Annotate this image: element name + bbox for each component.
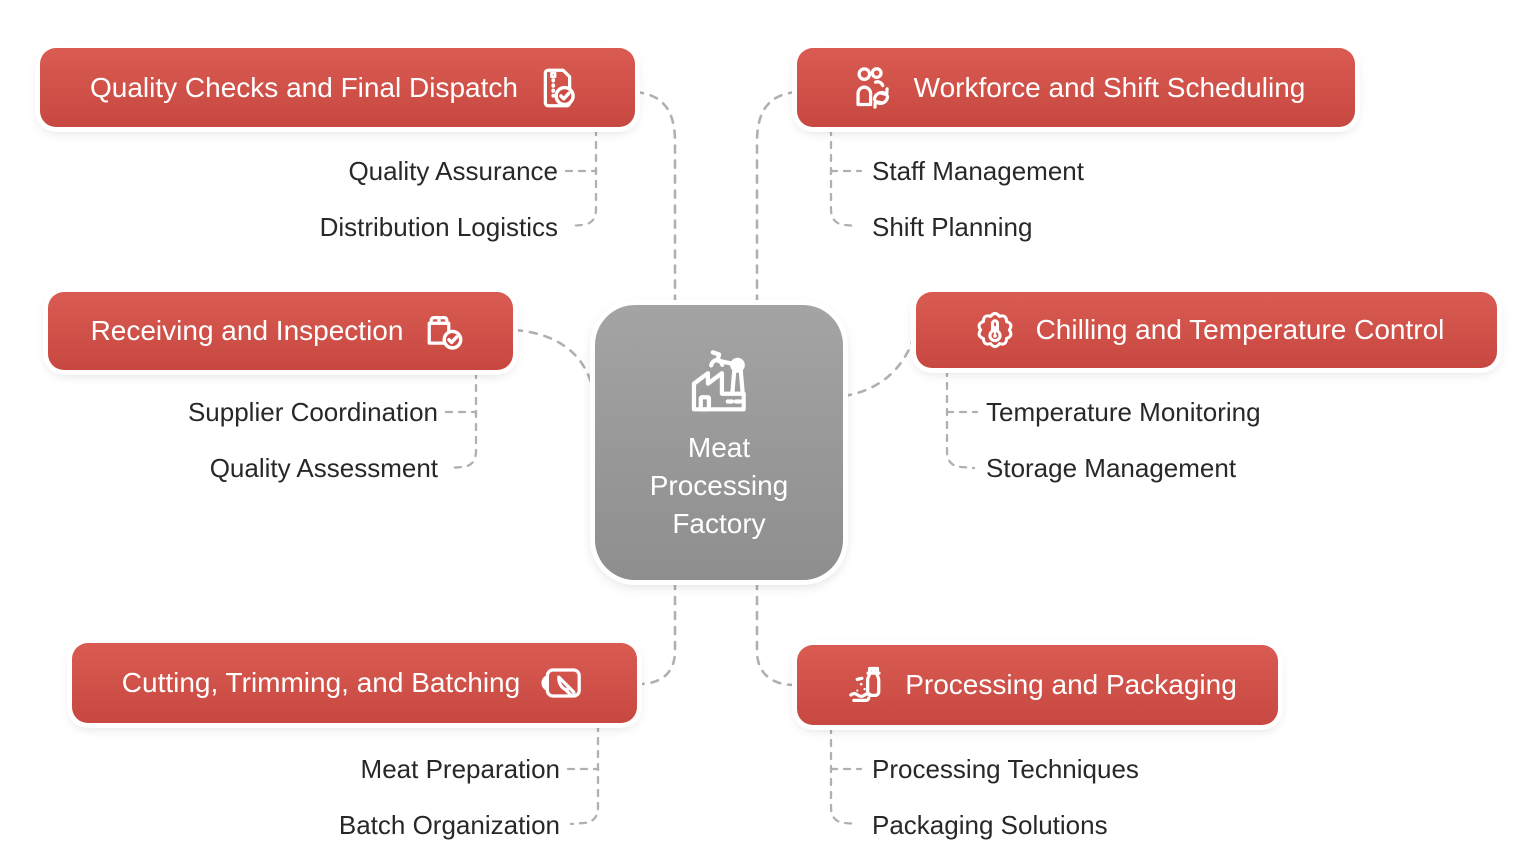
connector-center-to-cutting — [637, 580, 677, 686]
center-node-label: Meat Processing Factory — [649, 431, 789, 539]
connector-center-to-receiving — [513, 328, 596, 397]
branch-node-chilling-and-temperature-control[interactable]: Chilling and Temperature Control — [916, 292, 1497, 368]
connector-center-to-chilling — [842, 331, 917, 398]
package-check-icon — [418, 305, 470, 357]
connector-cutting-children — [569, 723, 600, 826]
subtopic-distribution-logistics[interactable]: Distribution Logistics — [319, 212, 558, 242]
center-node-meat-processing-factory[interactable]: Meat Processing Factory — [595, 305, 843, 580]
branch-node-label: Workforce and Shift Scheduling — [913, 71, 1306, 103]
connector-workforce-children — [829, 127, 860, 228]
processing-jar-icon — [838, 659, 890, 711]
branch-node-label: Processing and Packaging — [905, 669, 1237, 700]
connector-quality-checks-children — [567, 127, 598, 228]
factory-icon — [680, 343, 758, 421]
branch-node-label: Quality Checks and Final Dispatch — [90, 71, 518, 103]
connector-center-to-quality-checks — [634, 90, 677, 305]
branch-node-label: Cutting, Trimming, and Batching — [121, 667, 521, 698]
people-sync-icon — [847, 62, 899, 114]
subtopic-staff-management[interactable]: Staff Management — [872, 156, 1084, 186]
branch-node-label: Receiving and Inspection — [90, 315, 404, 346]
branch-node-cutting-trimming-and-batching[interactable]: Cutting, Trimming, and Batching — [72, 643, 637, 723]
subtopic-packaging-solutions[interactable]: Packaging Solutions — [872, 810, 1108, 840]
connector-processing-children — [829, 725, 860, 826]
subtopic-quality-assurance[interactable]: Quality Assurance — [348, 156, 558, 186]
cutting-board-knife-icon — [535, 657, 587, 709]
subtopic-batch-organization[interactable]: Batch Organization — [338, 810, 560, 840]
subtopic-quality-assessment[interactable]: Quality Assessment — [209, 453, 438, 483]
branch-node-receiving-and-inspection[interactable]: Receiving and Inspection — [48, 292, 513, 370]
branch-node-processing-and-packaging[interactable]: Processing and Packaging — [797, 645, 1278, 725]
branch-node-workforce-and-shift-scheduling[interactable]: Workforce and Shift Scheduling — [797, 48, 1355, 127]
subtopic-storage-management[interactable]: Storage Management — [986, 453, 1237, 483]
connector-chilling-children — [945, 368, 976, 470]
connector-center-to-workforce — [755, 90, 798, 305]
connector-receiving-children — [447, 370, 478, 470]
subtopic-supplier-coordination[interactable]: Supplier Coordination — [187, 397, 438, 427]
gear-thermometer-icon — [969, 304, 1021, 356]
connector-center-to-processing — [755, 580, 797, 687]
branch-node-quality-checks-and-final-dispatch[interactable]: Quality Checks and Final Dispatch — [40, 48, 635, 127]
subtopic-temperature-monitoring[interactable]: Temperature Monitoring — [986, 397, 1261, 427]
document-check-icon — [533, 62, 585, 114]
subtopic-meat-preparation[interactable]: Meat Preparation — [360, 754, 560, 784]
branch-node-label: Chilling and Temperature Control — [1035, 314, 1445, 345]
subtopic-shift-planning[interactable]: Shift Planning — [872, 212, 1033, 242]
subtopic-processing-techniques[interactable]: Processing Techniques — [872, 754, 1139, 784]
